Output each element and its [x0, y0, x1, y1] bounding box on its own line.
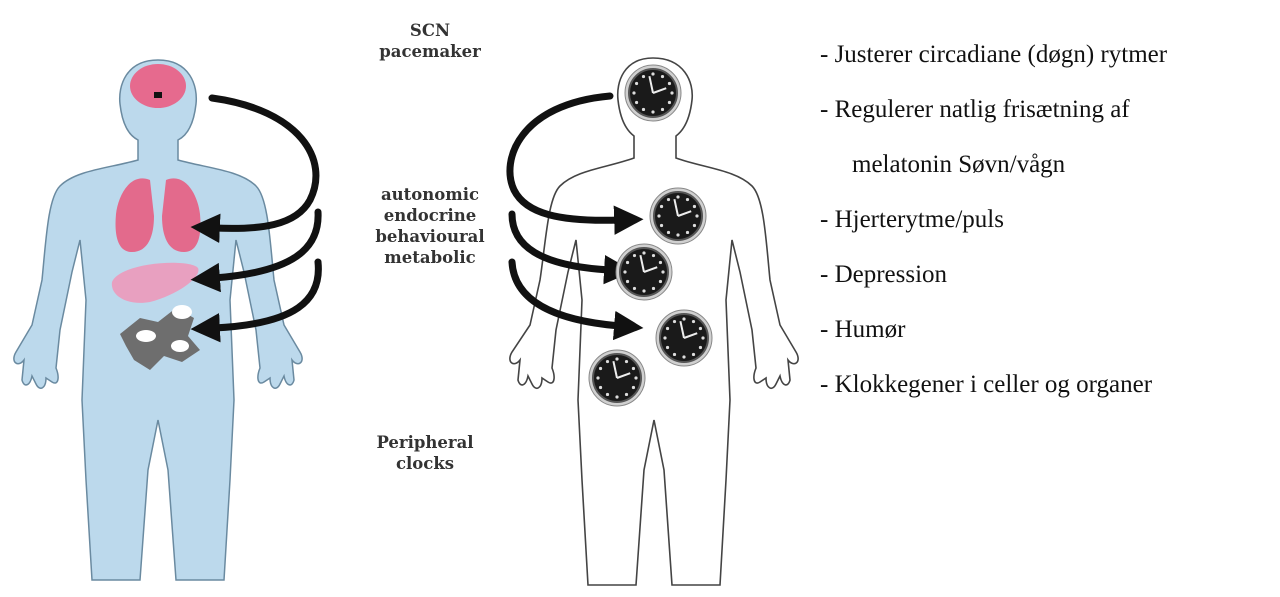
- list-item: - Regulerer natlig frisætning af: [820, 93, 1280, 148]
- cell-nucleus-icon: [172, 305, 192, 319]
- function-list: - Justerer circadiane (døgn) rytmer - Re…: [820, 38, 1280, 423]
- list-item: - Klokkegener i celler og organer: [820, 368, 1280, 423]
- clock-icon: [656, 310, 712, 366]
- list-item: - Justerer circadiane (døgn) rytmer: [820, 38, 1280, 93]
- clock-icon: [589, 350, 645, 406]
- clock-icon: [625, 65, 681, 121]
- output-pathways-label: autonomic endocrine behavioural metaboli…: [340, 184, 520, 268]
- list-item: melatonin Søvn/vågn: [820, 148, 1280, 203]
- right-body-silhouette: [510, 58, 798, 585]
- cell-nucleus-icon: [171, 340, 189, 352]
- brain-icon: [130, 64, 186, 108]
- list-item: - Depression: [820, 258, 1280, 313]
- right-body-figure: [510, 58, 798, 585]
- scn-pacemaker-label: SCN pacemaker: [355, 20, 505, 62]
- cell-nucleus-icon: [136, 330, 156, 342]
- clock-icon: [616, 244, 672, 300]
- list-item: - Humør: [820, 313, 1280, 368]
- scn-icon: [154, 92, 162, 98]
- list-item: - Hjerterytme/puls: [820, 203, 1280, 258]
- peripheral-clocks-label: Peripheral clocks: [345, 432, 505, 474]
- clock-icon: [650, 188, 706, 244]
